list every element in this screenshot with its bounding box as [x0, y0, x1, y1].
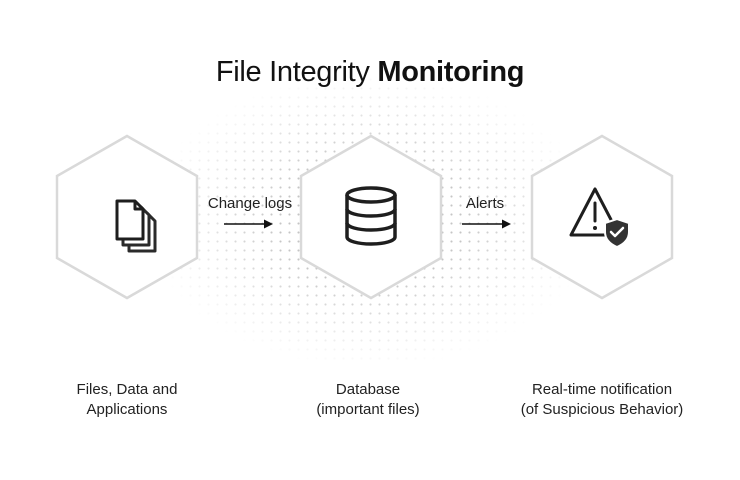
- warning-shield-icon: [569, 187, 630, 249]
- connector-label-change-logs: Change logs: [207, 195, 293, 212]
- node-caption-notification: Real-time notification (of Suspicious Be…: [492, 380, 712, 420]
- caption-line: Real-time notification: [531, 381, 673, 398]
- title-bold-part: Monitoring: [377, 56, 525, 88]
- node-notification: [527, 133, 677, 301]
- arrow-right-icon: [224, 219, 273, 229]
- node-caption-files: Files, Data and Applications: [17, 380, 237, 420]
- node-caption-database: Database (important files): [258, 380, 478, 420]
- node-files: [52, 133, 202, 301]
- stacked-files-icon: [115, 199, 157, 253]
- caption-line: (of Suspicious Behavior): [520, 401, 684, 418]
- caption-line: (important files): [316, 401, 420, 418]
- hexagon-shape: [530, 134, 674, 300]
- caption-line: Files, Data and: [76, 381, 178, 398]
- database-icon: [345, 186, 397, 246]
- diagram-title: File Integrity Monitoring: [0, 56, 740, 89]
- arrow-right-icon: [462, 219, 511, 229]
- caption-line: Applications: [86, 401, 168, 418]
- connector-label-alerts: Alerts: [465, 195, 505, 212]
- node-database: [296, 133, 446, 301]
- title-regular-part: File Integrity: [215, 56, 370, 88]
- caption-line: Database: [335, 381, 401, 398]
